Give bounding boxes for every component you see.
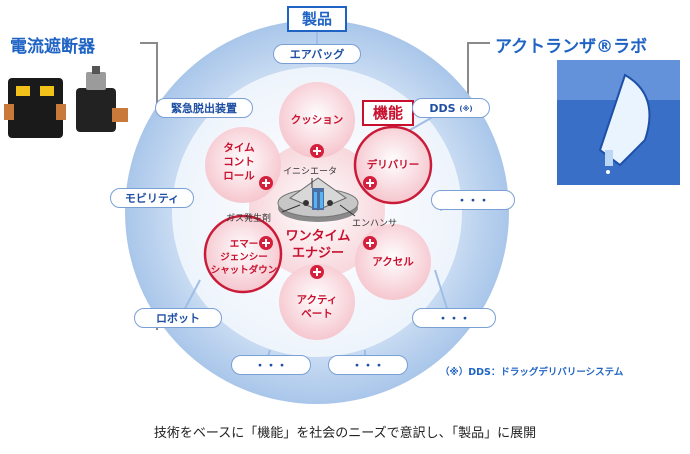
pill-more-bottom-1: ・・・ — [231, 355, 311, 375]
bubble-delivery: デリバリー — [366, 159, 420, 171]
left-product-title: 電流遮断器 — [10, 37, 95, 57]
pill-more-right-2: ・・・ — [412, 308, 496, 328]
circuit-breaker-image — [4, 66, 128, 138]
pill-more-right-1: ・・・ — [431, 190, 515, 210]
initiator-device-image — [277, 177, 359, 222]
bubble-cushion: クッション — [290, 114, 344, 126]
pill-emergency-escape: 緊急脱出装置 — [155, 98, 253, 118]
bottom-caption: 技術をベースに「機能」を社会のニーズで意訳し、「製品」に展開 — [153, 426, 537, 441]
pill-dds: DDS (※) — [412, 98, 490, 118]
bubble-cushion-shape — [279, 82, 355, 158]
bubble-emergency-shape — [203, 214, 283, 294]
right-product-title: アクトランザ®ラボ — [495, 37, 648, 57]
initiator-label: イニシエータ — [283, 167, 338, 177]
plus-icon — [310, 144, 324, 158]
gas-pointer — [281, 204, 301, 213]
function-label-box: 機能 — [362, 100, 414, 126]
pill-airbag: エアバッグ — [273, 44, 361, 64]
dds-footnote: （※）DDS：ドラッグデリバリーシステム — [440, 367, 624, 378]
actranza-lab-image — [557, 60, 680, 185]
function-label: 機能 — [372, 104, 403, 122]
plus-icon — [259, 236, 273, 250]
plus-icon — [310, 265, 324, 279]
enhancer-label: エンハンサ — [352, 219, 398, 229]
plus-icon-group — [259, 144, 377, 279]
bubble-timer: タイム コント ロール — [223, 142, 255, 182]
dds-label: DDS — [429, 102, 456, 115]
product-label-box: 製品 — [287, 6, 347, 32]
plus-icon — [259, 176, 273, 190]
pill-robot: ロボット — [134, 308, 222, 328]
pill-more-bottom-2: ・・・ — [328, 355, 408, 375]
dds-footnote-mark: (※) — [459, 105, 473, 113]
bubble-emergency: エマー ジェンシー シャットダウン — [210, 239, 278, 276]
bubble-accel: アクセル — [372, 256, 414, 268]
pill-mobility: モビリティ — [110, 188, 194, 208]
center-title: ワンタイム エナジー — [285, 229, 351, 261]
plus-icon — [363, 236, 377, 250]
product-label: 製品 — [301, 10, 332, 28]
bubble-activate: アクティ ベート — [296, 294, 338, 320]
enhancer-pointer — [339, 204, 356, 217]
gas-generator-label: ガス発生剤 — [226, 214, 272, 224]
plus-icon — [363, 176, 377, 190]
bubble-activate-shape — [279, 264, 355, 340]
